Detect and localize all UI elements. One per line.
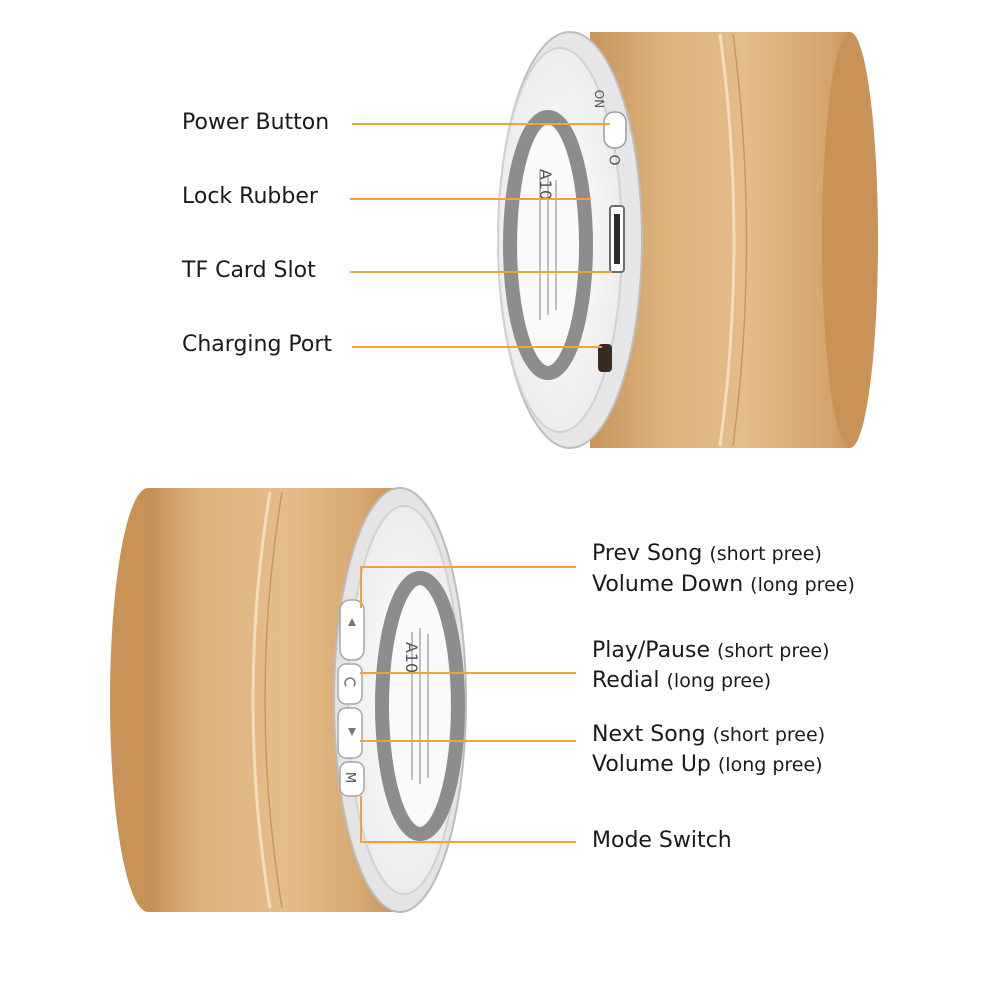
mode-button-letter: M: [342, 771, 358, 784]
bottom-speaker-body: [110, 487, 467, 913]
label-power-button: Power Button: [182, 110, 330, 135]
volume-down-note: (long pree): [750, 574, 855, 596]
prev-song-text: Prev Song: [592, 541, 703, 566]
volume-up-text: Volume Up: [592, 752, 711, 777]
leader-mode-switch-vertical: [360, 796, 362, 842]
volume-down-text: Volume Down: [592, 572, 744, 597]
redial-text: Redial: [592, 668, 660, 693]
leader-tf-card-slot: [350, 271, 612, 273]
leader-power-button: [352, 123, 610, 125]
redial-note: (long pree): [666, 670, 772, 692]
label-volume-down: Volume Down (long pree): [592, 574, 855, 596]
top-power-switch-on-label: ON: [592, 89, 607, 109]
label-lock-rubber: Lock Rubber: [182, 184, 318, 209]
next-song-text: Next Song: [592, 722, 706, 747]
top-model-text: A10: [536, 168, 556, 201]
label-prev-song: Prev Song (short pree): [592, 543, 822, 565]
leader-charging-port: [352, 346, 602, 348]
label-redial: Redial (long pree): [592, 670, 771, 692]
label-play-pause: Play/Pause (short pree): [592, 640, 830, 662]
leader-next-song: [360, 740, 576, 742]
volume-up-note: (long pree): [717, 754, 823, 776]
bottom-model-text: A10: [402, 641, 422, 674]
leader-play-pause: [360, 672, 576, 674]
label-mode-switch: Mode Switch: [592, 828, 732, 853]
label-next-song: Next Song (short pree): [592, 724, 825, 746]
top-power-switch-off-label: O: [605, 154, 622, 166]
play-pause-text: Play/Pause: [592, 638, 710, 663]
leader-lock-rubber: [350, 198, 590, 200]
leader-mode-switch: [360, 841, 576, 843]
leader-prev-song: [360, 566, 576, 568]
top-speaker-body: [497, 31, 878, 449]
label-tf-card-slot: TF Card Slot: [182, 258, 316, 283]
prev-song-note: (short pree): [709, 543, 822, 565]
label-volume-up: Volume Up (long pree): [592, 754, 823, 776]
label-charging-port: Charging Port: [182, 332, 333, 357]
play-pause-note: (short pree): [717, 640, 830, 662]
next-song-note: (short pree): [712, 724, 826, 746]
leader-prev-song-vertical: [360, 566, 362, 608]
